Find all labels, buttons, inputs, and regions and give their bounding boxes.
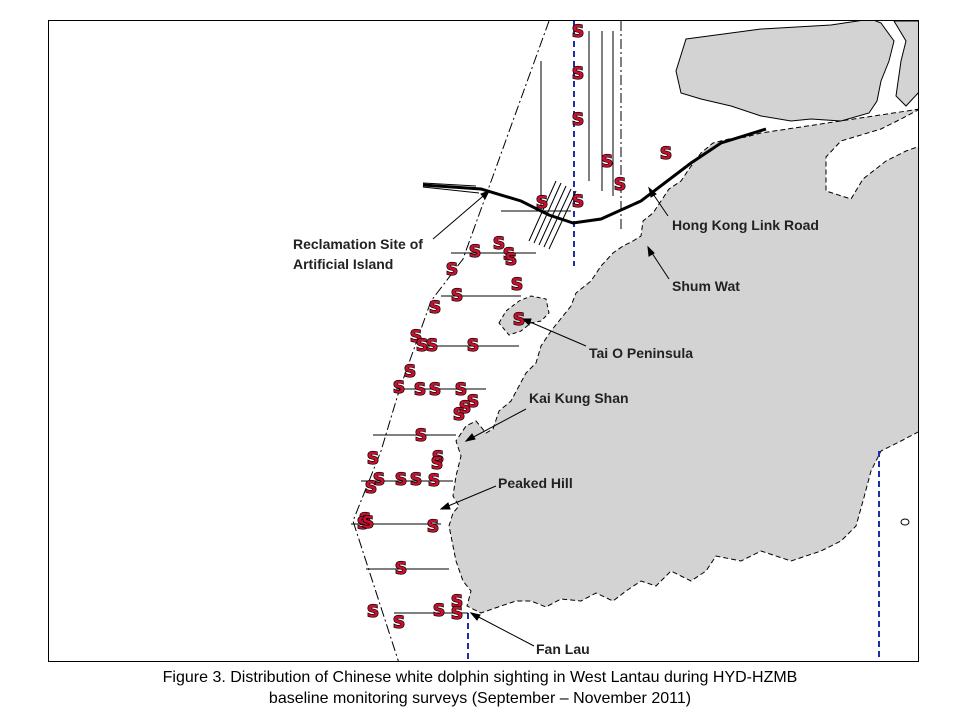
link-road-ramps (528, 180, 577, 250)
sighting-marker: S (572, 64, 584, 84)
sighting-marker: S (459, 398, 471, 418)
figure-caption: Figure 3. Distribution of Chinese white … (0, 667, 960, 709)
sighting-marker: S (505, 250, 517, 270)
sighting-marker: S (373, 470, 385, 490)
sighting-marker: S (451, 604, 463, 624)
sighting-marker: S (572, 22, 584, 42)
sighting-marker: S (572, 192, 584, 212)
sighting-marker: S (414, 380, 426, 400)
sighting-marker: S (660, 144, 672, 164)
caption-line-1: Figure 3. Distribution of Chinese white … (162, 669, 798, 686)
transect-lines (351, 31, 614, 614)
sighting-marker: S (428, 471, 440, 491)
islet (900, 518, 910, 526)
sighting-marker: S (467, 392, 479, 412)
sighting-marker: S (572, 110, 584, 130)
sighting-marker: S (362, 513, 374, 533)
northern-land-edge (893, 21, 918, 107)
sighting-marker: S (536, 193, 548, 213)
link-road-shoulder (422, 182, 480, 194)
sighting-marker: S (393, 613, 405, 633)
sighting-marker: S (469, 242, 481, 262)
sighting-marker: S (404, 362, 416, 382)
sighting-marker: S (431, 454, 443, 474)
sighting-marker: S (451, 286, 463, 306)
survey-area-outline (352, 21, 550, 661)
sighting-marker: S (455, 380, 467, 400)
sighting-marker: S (357, 514, 369, 534)
sighting-marker: S (395, 559, 407, 579)
sighting-marker: S (493, 234, 505, 254)
label-reclamation-line2: Artificial Island (293, 256, 394, 272)
sighting-marker: S (367, 449, 379, 469)
sighting-marker: S (429, 298, 441, 318)
sighting-marker: S (415, 426, 427, 446)
tai-o-peninsula (498, 295, 550, 336)
sighting-marker: S (433, 601, 445, 621)
label-reclamation-line1: Reclamation Site of (293, 236, 423, 252)
sighting-marker: S (367, 602, 379, 622)
sighting-marker: S (429, 380, 441, 400)
label-tai-o: Tai O Peninsula (589, 345, 693, 361)
sighting-marker: S (365, 478, 377, 498)
sighting-marker: S (601, 152, 613, 172)
sighting-marker: S (467, 336, 479, 356)
label-link-road: Hong Kong Link Road (672, 217, 819, 233)
label-fan-lau: Fan Lau (536, 641, 590, 657)
sighting-marker: S (393, 378, 405, 398)
sighting-marker: S (359, 510, 371, 530)
link-road (422, 127, 767, 225)
sighting-marker: S (453, 405, 465, 425)
sighting-marker: S (503, 245, 515, 265)
sighting-marker: S (410, 327, 422, 347)
leader-arrows (432, 186, 670, 647)
sighting-marker: S (426, 336, 438, 356)
sighting-marker: S (395, 470, 407, 490)
sighting-marker: S (614, 175, 626, 195)
lantau-island (448, 108, 918, 614)
sighting-marker: S (427, 517, 439, 537)
label-shum-wat: Shum Wat (672, 278, 740, 294)
sighting-marker: S (451, 592, 463, 612)
sighting-marker: S (446, 260, 458, 280)
label-peaked-hill: Peaked Hill (498, 475, 573, 491)
caption-line-2: baseline monitoring surveys (September –… (268, 690, 692, 707)
sighting-marker: S (432, 448, 444, 468)
sighting-marker: S (511, 275, 523, 295)
northern-landmass (675, 21, 895, 122)
sighting-marker: S (416, 336, 428, 356)
label-kai-kung-shan: Kai Kung Shan (529, 390, 629, 406)
sighting-marker: S (513, 310, 525, 330)
sighting-marker: S (410, 470, 422, 490)
